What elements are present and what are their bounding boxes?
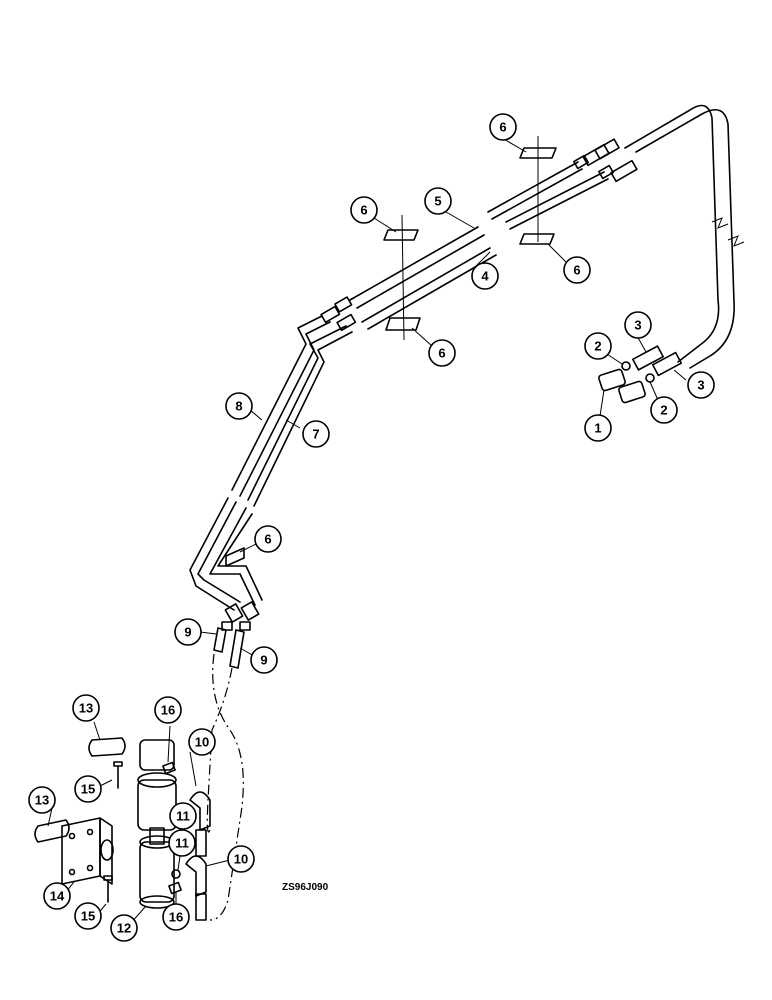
svg-text:13: 13 bbox=[79, 701, 93, 716]
callout-6-top: 6 bbox=[489, 113, 517, 141]
svg-text:10: 10 bbox=[234, 852, 248, 867]
callout-10-upper: 10 bbox=[188, 728, 216, 756]
svg-text:3: 3 bbox=[697, 378, 704, 393]
svg-text:3: 3 bbox=[634, 318, 641, 333]
callout-5: 5 bbox=[424, 187, 452, 215]
svg-text:6: 6 bbox=[438, 346, 445, 361]
svg-text:14: 14 bbox=[50, 889, 65, 904]
svg-text:8: 8 bbox=[235, 399, 242, 414]
svg-text:11: 11 bbox=[176, 809, 190, 824]
callout-11-lower-visible: 11 bbox=[169, 802, 197, 830]
callout-9-left: 9 bbox=[174, 618, 202, 646]
svg-text:13: 13 bbox=[35, 793, 49, 808]
callout-15-upper: 15 bbox=[74, 775, 102, 803]
svg-text:11: 11 bbox=[175, 836, 189, 851]
callout-12: 12 bbox=[110, 914, 138, 942]
svg-text:15: 15 bbox=[81, 782, 95, 797]
callout-13-upper: 13 bbox=[72, 694, 100, 722]
svg-text:15: 15 bbox=[81, 909, 95, 924]
hose-9-fittings bbox=[213, 601, 260, 669]
leader-lines bbox=[47, 137, 687, 925]
svg-text:7: 7 bbox=[312, 427, 319, 442]
svg-text:4: 4 bbox=[481, 269, 489, 284]
callout-6-right: 6 bbox=[563, 256, 591, 284]
tube-5 bbox=[349, 161, 583, 309]
svg-text:6: 6 bbox=[360, 203, 367, 218]
cylinder-assembly bbox=[137, 739, 177, 909]
elbow-fittings bbox=[162, 761, 211, 921]
svg-text:16: 16 bbox=[169, 910, 183, 925]
pins-13 bbox=[34, 737, 126, 843]
callout-2-upper: 2 bbox=[584, 332, 612, 360]
callout-16-lower: 16 bbox=[162, 903, 190, 931]
callout-6-center: 6 bbox=[428, 339, 456, 367]
clip-6-upper-right bbox=[519, 136, 557, 245]
svg-text:2: 2 bbox=[594, 339, 601, 354]
callout-4: 4 bbox=[471, 262, 499, 290]
callout-11-upper: 11 bbox=[168, 829, 196, 857]
drawing-reference: ZS96J090 bbox=[282, 882, 329, 893]
svg-text:12: 12 bbox=[117, 921, 131, 936]
svg-text:9: 9 bbox=[184, 625, 191, 640]
fittings-right bbox=[598, 345, 683, 404]
bracket-14 bbox=[61, 817, 114, 885]
svg-text:10: 10 bbox=[195, 735, 209, 750]
svg-text:1: 1 bbox=[594, 421, 601, 436]
upper-end-fittings bbox=[573, 138, 638, 183]
svg-text:5: 5 bbox=[434, 194, 441, 209]
callout-9-right: 9 bbox=[250, 646, 278, 674]
routing-dash-lines bbox=[206, 653, 244, 921]
callout-13-lower: 13 bbox=[28, 786, 56, 814]
callout-14: 14 bbox=[43, 882, 71, 910]
clip-6-left bbox=[383, 214, 421, 341]
svg-text:6: 6 bbox=[499, 120, 506, 135]
svg-text:6: 6 bbox=[264, 532, 271, 547]
callout-7: 7 bbox=[302, 420, 330, 448]
svg-text:9: 9 bbox=[260, 653, 267, 668]
svg-text:2: 2 bbox=[660, 403, 667, 418]
tube-7-8 bbox=[189, 315, 353, 611]
callout-15-lower: 15 bbox=[74, 902, 102, 930]
callout-6-middle: 6 bbox=[254, 525, 282, 553]
callout-6-left: 6 bbox=[350, 196, 378, 224]
callout-8: 8 bbox=[225, 392, 253, 420]
callout-1: 1 bbox=[584, 414, 612, 442]
bolts-15 bbox=[103, 761, 123, 903]
tube-4 bbox=[361, 171, 609, 330]
callout-3-lower: 3 bbox=[687, 371, 715, 399]
hose-loop-right bbox=[624, 104, 745, 369]
callout-3-upper: 3 bbox=[624, 311, 652, 339]
callout-2-lower: 2 bbox=[650, 396, 678, 424]
callout-16-upper: 16 bbox=[154, 696, 182, 724]
clip-6-middle bbox=[225, 547, 245, 567]
upper-left-fittings bbox=[320, 296, 357, 332]
svg-text:16: 16 bbox=[161, 703, 175, 718]
callout-10-lower: 10 bbox=[227, 845, 255, 873]
svg-text:6: 6 bbox=[573, 263, 580, 278]
